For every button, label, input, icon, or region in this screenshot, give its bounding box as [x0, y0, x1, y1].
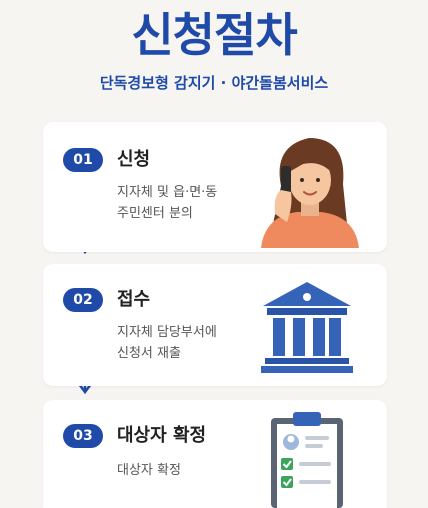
page-subtitle: 단독경보형 감지기 · 야간돌봄서비스	[99, 74, 329, 92]
step-description-line: 주민센터 분의	[117, 206, 193, 221]
woman-on-phone-icon	[261, 138, 359, 248]
step-number-badge: 02	[63, 288, 103, 312]
step-card-confirm: 03 대상자 확정 대상자 확정	[43, 400, 387, 508]
step-number-badge: 01	[63, 148, 103, 172]
page-title: 신청절차	[131, 8, 297, 62]
step-description: 대상자 확정	[117, 460, 267, 481]
step-card-receipt: 02 접수 지자체 담당부서에 신청서 재출	[43, 264, 387, 386]
step-description-line: 대상자 확정	[117, 463, 181, 478]
step-description: 지자체 담당부서에 신청서 재출	[117, 322, 267, 364]
step-card-apply: 01 신청 지자체 및 읍·면·동 주민센터 분의	[43, 122, 387, 252]
step-title: 신청	[117, 149, 151, 170]
government-building-icon	[261, 282, 353, 373]
step-number-badge: 03	[63, 424, 103, 448]
step-description-line: 지자체 및 읍·면·동	[117, 185, 218, 200]
step-title: 접수	[117, 289, 151, 310]
checklist-clipboard-icon	[271, 412, 343, 508]
step-description: 지자체 및 읍·면·동 주민센터 분의	[117, 182, 267, 224]
step-description-line: 신청서 재출	[117, 346, 181, 361]
step-description-line: 지자체 담당부서에	[117, 325, 217, 340]
step-title: 대상자 확정	[117, 425, 207, 446]
